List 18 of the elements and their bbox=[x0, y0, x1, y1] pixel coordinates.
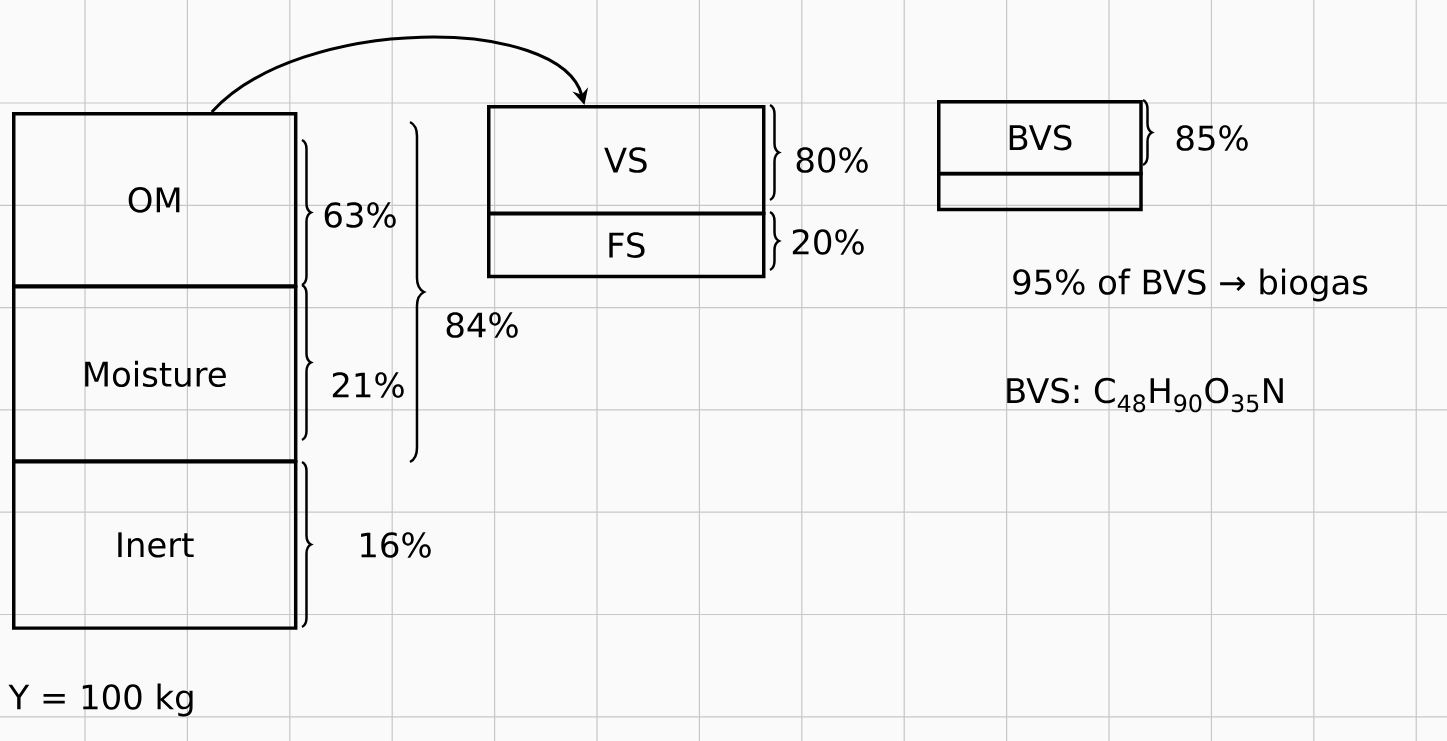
labeled-box: Moisture bbox=[12, 285, 298, 463]
percentage-label: 21% bbox=[332, 372, 404, 398]
labeled-box: BVS bbox=[937, 100, 1143, 176]
labeled-box: FS bbox=[487, 212, 766, 279]
curved-arrow bbox=[210, 35, 589, 114]
percentage-label: 84% bbox=[446, 312, 518, 338]
labeled-box: OM bbox=[12, 112, 298, 288]
labeled-box: VS bbox=[487, 105, 766, 216]
labeled-box: Inert bbox=[12, 460, 298, 630]
formula-text: BVS: C$_{48}$H$_{90}$O$_{35}$N bbox=[1007, 377, 1283, 413]
note-text: Y = 100 kg bbox=[8, 683, 193, 717]
percentage-label: 80% bbox=[796, 147, 868, 173]
percentage-label: 20% bbox=[792, 229, 864, 255]
empty-box bbox=[937, 172, 1143, 212]
percentage-label: 85% bbox=[1176, 125, 1248, 151]
percentage-label: 16% bbox=[361, 532, 431, 558]
note-text: 95% of BVS → biogas bbox=[1013, 268, 1368, 302]
percentage-label: 63% bbox=[324, 202, 396, 228]
